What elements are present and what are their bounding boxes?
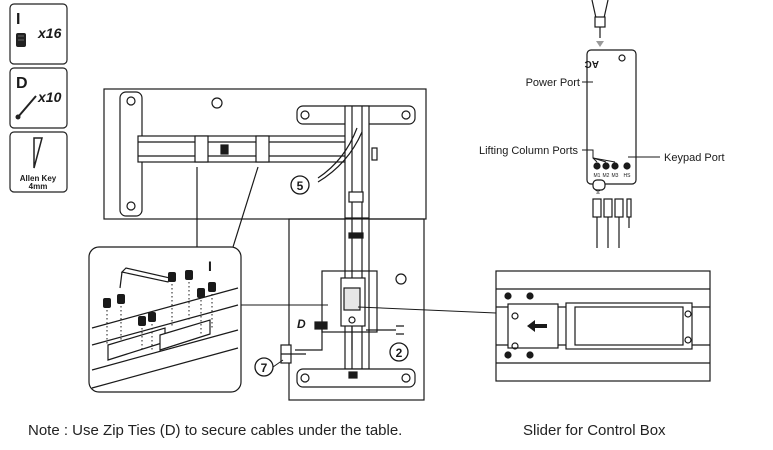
callout-power-port: Power Port	[526, 77, 580, 89]
part-screw-letter: I	[16, 11, 20, 28]
desk-frame-lower	[280, 218, 425, 401]
port-code-m3: M3	[612, 173, 619, 179]
port-code-m1: M1	[594, 173, 601, 179]
port-code-m2: M2	[603, 173, 610, 179]
step-callout-2: 2	[389, 342, 409, 362]
step-callout-7: 7	[254, 357, 284, 377]
ac-label: AC	[585, 58, 599, 69]
svg-text:7: 7	[261, 361, 268, 375]
control-box-body	[586, 49, 637, 185]
slider-detail	[495, 270, 711, 382]
svg-text:2: 2	[396, 346, 403, 360]
desk-frame-upper	[103, 88, 427, 220]
port-codes: M1 M2 M3 HS	[594, 173, 632, 179]
detail-box	[88, 246, 242, 393]
screw-detail-inset	[88, 166, 259, 393]
note-caption: Note : Use Zip Ties (D) to secure cables…	[28, 422, 403, 439]
screw-drop-lines	[106, 282, 213, 352]
detail-screws	[103, 270, 216, 326]
slider-direction-arrow	[527, 320, 547, 332]
port-code-hs: HS	[624, 173, 632, 179]
zip-tie-label: D	[297, 317, 306, 331]
screw-label: I	[208, 258, 212, 274]
zip-tie-icon	[15, 95, 37, 120]
down-arrow-icon	[596, 41, 604, 47]
callout-keypad-port: Keypad Port	[664, 152, 725, 164]
part-zip-tie-letter: D	[16, 75, 28, 92]
callout-leaders	[582, 81, 660, 163]
allen-key-icon	[33, 137, 43, 169]
part-box-zip-tie	[9, 67, 68, 129]
control-box	[586, 0, 637, 248]
leader-to-slider	[357, 306, 497, 314]
step-callout-5: 5	[290, 175, 310, 195]
part-allen-key-name: Allen Key	[20, 174, 57, 183]
part-box-screw	[9, 3, 68, 65]
slider-caption: Slider for Control Box	[523, 422, 666, 439]
part-screw-qty: x16	[37, 25, 62, 41]
callout-lifting-column-ports: Lifting Column Ports	[479, 145, 579, 157]
part-box-allen-key	[9, 131, 68, 193]
screw-icon	[16, 33, 26, 47]
parts-panel: I x16 D x10 Allen Key 4mm	[9, 3, 68, 193]
svg-text:5: 5	[297, 179, 304, 193]
tabletop-outline-upper	[103, 88, 427, 220]
part-allen-key-size: 4mm	[29, 182, 48, 191]
part-zip-tie-qty: x10	[37, 89, 62, 105]
